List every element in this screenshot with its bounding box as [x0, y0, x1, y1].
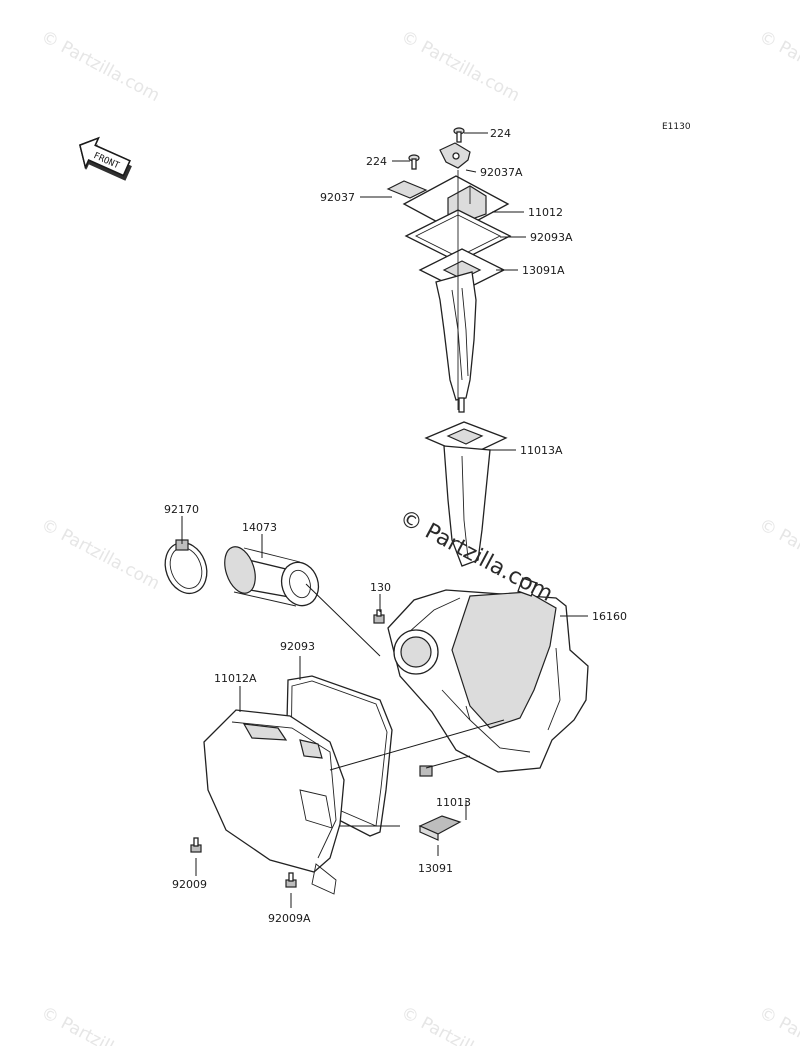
clamp-92170: [164, 539, 208, 595]
bolt-92009: [190, 837, 202, 853]
callout-labels: 224 224 92037A 92037 11012 92093A 13091A…: [164, 127, 627, 925]
watermark-text: © Partzilla.com: [38, 515, 163, 594]
callout-92170: 92170: [164, 503, 199, 516]
part-11013-block: [419, 765, 433, 777]
air-cleaner-case-16160: [387, 577, 589, 773]
screw-224-left: [408, 154, 420, 170]
callout-14073: 14073: [242, 521, 277, 534]
watermark-text: © Partzilla.com: [38, 27, 163, 106]
diagram-code: E1130: [662, 122, 691, 132]
callout-92009A: 92009A: [268, 912, 311, 925]
callout-92037A: 92037A: [480, 166, 523, 179]
screw-224-top: [453, 127, 465, 143]
callout-92009: 92009: [172, 878, 207, 891]
watermark-text: © Partzilla.com: [38, 1003, 163, 1046]
watermark-text: © Partzilla.com: [756, 515, 800, 594]
plate-92037: [386, 180, 428, 199]
inlet-duct: [435, 271, 477, 401]
cover-11012A: [203, 709, 345, 895]
callout-13091: 13091: [418, 862, 453, 875]
watermark-text: © Partzilla.com: [756, 27, 800, 106]
callout-224-left: 224: [366, 155, 387, 168]
callout-130: 130: [370, 581, 391, 594]
callout-11013: 11013: [436, 796, 471, 809]
top-assembly: [386, 127, 512, 413]
callout-13091A: 13091A: [522, 264, 565, 277]
part-13091-block: [418, 815, 462, 841]
bolt-130: [373, 609, 385, 624]
callout-92093A: 92093A: [530, 231, 573, 244]
callout-11012: 11012: [528, 206, 563, 219]
duct-11013A: [424, 421, 508, 567]
watermark-text: © Partzilla.com: [756, 1003, 800, 1046]
callout-224-top: 224: [490, 127, 511, 140]
callout-11013A: 11013A: [520, 444, 563, 457]
watermark-text: © Partzilla.com: [398, 1003, 523, 1046]
watermark-text: © Partzilla.com: [398, 27, 523, 106]
front-arrow-icon: FRONT: [79, 136, 132, 181]
air-filter-14073: [224, 546, 320, 607]
callout-16160: 16160: [592, 610, 627, 623]
bolt-92009A: [285, 872, 297, 888]
callout-11012A: 11012A: [214, 672, 257, 685]
leader-lines: [181, 132, 588, 908]
callout-92037: 92037: [320, 191, 355, 204]
callout-92093: 92093: [280, 640, 315, 653]
